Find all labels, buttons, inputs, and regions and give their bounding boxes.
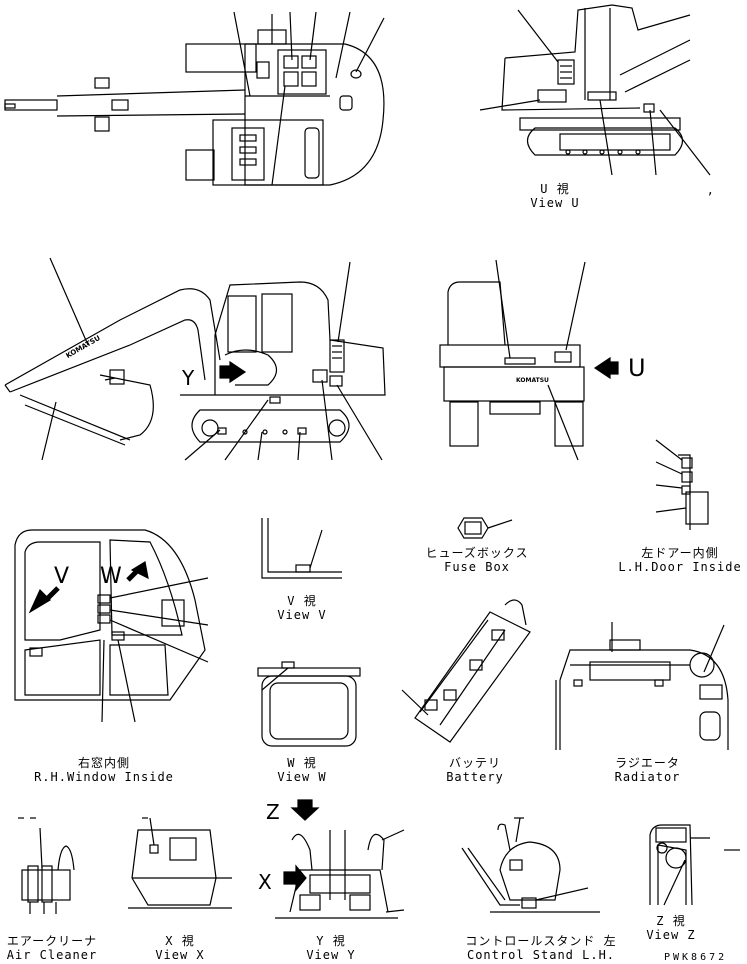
fuse-box-jp: ヒューズボックス: [425, 546, 529, 560]
marker-v-large: V: [54, 564, 70, 589]
view-v-en: View V: [277, 608, 327, 622]
radiator-label: ラジエータ Radiator: [600, 756, 695, 784]
view-z-jp: Z 視: [656, 914, 686, 928]
lh-door-en: L.H.Door Inside: [618, 560, 742, 574]
rear-elevation: [439, 259, 619, 461]
fuse-box-detail: [457, 517, 513, 539]
lh-door-label: 左ドアー内側 L.H.Door Inside: [614, 546, 746, 574]
view-x-jp: X 視: [165, 934, 195, 948]
battery-jp: バッテリ: [448, 756, 501, 770]
view-y-jp: Y 視: [316, 934, 346, 948]
lh-door-jp: 左ドアー内側: [641, 546, 719, 560]
view-v-jp: V 視: [287, 594, 317, 608]
fuse-box-en: Fuse Box: [444, 560, 510, 574]
side-elevation-left: [4, 257, 386, 461]
marker-x-large: X: [258, 870, 272, 894]
control-stand-en: Control Stand L.H.: [466, 948, 616, 962]
rh-window-label: 右窓内側 R.H.Window Inside: [24, 756, 184, 784]
control-stand-jp: コントロールスタンド 左: [465, 934, 617, 948]
drawing-reference-number: PWK8672: [664, 952, 728, 963]
view-x-label: X 視 View X: [145, 934, 215, 962]
fuse-box-label: ヒューズボックス Fuse Box: [412, 546, 542, 574]
top-plan-view: [4, 11, 385, 186]
battery-label: バッテリ Battery: [430, 756, 520, 784]
view-u-jp: U 視: [540, 182, 570, 196]
marker-y-large: Y: [182, 366, 195, 390]
view-u-en: View U: [530, 196, 580, 210]
control-stand-label: コントロールスタンド 左 Control Stand L.H.: [456, 934, 626, 962]
view-u-label: U 視 View U: [520, 182, 590, 210]
radiator-jp: ラジエータ: [615, 756, 680, 770]
radiator-detail: [555, 622, 729, 750]
lh-door-detail: [655, 439, 709, 530]
view-y-detail: [275, 799, 405, 919]
view-y-en: View Y: [306, 948, 356, 962]
view-w-en: View W: [277, 770, 327, 784]
view-w-jp: W 視: [287, 756, 317, 770]
air-cleaner-detail: [18, 817, 75, 914]
brand-on-counterweight: KOMATSU: [516, 377, 549, 384]
view-v-label: V 視 View V: [267, 594, 337, 622]
rh-window-inside: [14, 529, 209, 723]
air-cleaner-en: Air Cleaner: [6, 948, 98, 962]
rh-window-en: R.H.Window Inside: [34, 770, 174, 784]
view-z-detail: [649, 824, 740, 906]
view-z-en: View Z: [646, 928, 696, 942]
control-stand-detail: [461, 817, 600, 913]
stray-comma: ,: [708, 182, 713, 198]
rh-window-jp: 右窓内側: [77, 756, 130, 770]
air-cleaner-jp: エアークリーナ: [6, 934, 98, 948]
marker-w-large: W: [100, 564, 122, 589]
marker-z-large: Z: [266, 800, 280, 824]
battery-en: Battery: [446, 770, 504, 784]
view-w-label: W 視 View W: [267, 756, 337, 784]
view-z-label: Z 視 View Z: [636, 914, 706, 942]
air-cleaner-label: エアークリーナ Air Cleaner: [2, 934, 102, 962]
view-u-side-elevation: [479, 4, 711, 176]
view-w-detail: [257, 661, 361, 747]
view-x-en: View X: [155, 948, 205, 962]
marker-u-large: U: [628, 354, 646, 382]
view-y-label: Y 視 View Y: [296, 934, 366, 962]
battery-detail: [401, 599, 531, 743]
radiator-en: Radiator: [614, 770, 681, 784]
view-v-detail: [261, 518, 342, 579]
view-x-detail: [128, 817, 232, 909]
